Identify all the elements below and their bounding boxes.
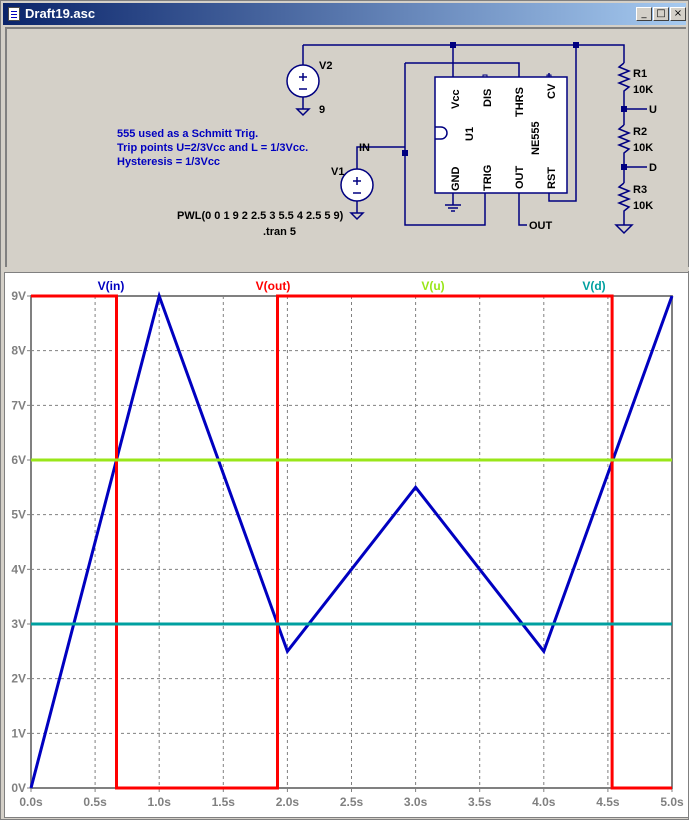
tran-directive: .tran 5 xyxy=(263,226,296,238)
x-tick-label: 2.5s xyxy=(340,795,364,809)
y-tick-label: 8V xyxy=(11,344,26,358)
pin-dis: DIS xyxy=(482,89,494,107)
chip-part: NE555 xyxy=(530,121,542,155)
r3-value: 10K xyxy=(633,200,653,212)
v2-value: 9 xyxy=(319,104,325,116)
y-tick-label: 9V xyxy=(11,289,26,303)
y-tick-label: 6V xyxy=(11,453,26,467)
y-tick-label: 2V xyxy=(11,672,26,686)
schematic-canvas: V2 9 V1 PWL(0 0 1 9 2 2.5 3 5.5 4 2.5 5 … xyxy=(117,42,657,238)
legend-vu[interactable]: V(u) xyxy=(421,279,444,293)
schematic-doc-icon xyxy=(8,7,20,21)
x-tick-label: 2.0s xyxy=(276,795,300,809)
y-tick-label: 5V xyxy=(11,508,26,522)
net-label-out: OUT xyxy=(529,220,553,232)
window-title: Draft19.asc xyxy=(25,6,96,21)
y-tick-label: 1V xyxy=(11,726,26,740)
y-tick-label: 3V xyxy=(11,617,26,631)
trace-vin[interactable] xyxy=(29,290,674,789)
legend-vin[interactable]: V(in) xyxy=(98,279,125,293)
waveform-pane[interactable]: 0.0s 0.5s 1.0s 1.5s 2.0s 2.5s 3.0s 3.5s 4.0s 4.5s… xyxy=(4,272,689,818)
chip-ref: U1 xyxy=(464,127,476,141)
x-tick-label: 1.0s xyxy=(148,795,172,809)
pin-thrs: THRS xyxy=(514,87,526,117)
x-tick-label: 5.0s xyxy=(660,795,684,809)
pane-splitter[interactable] xyxy=(1,267,689,271)
trace-vout[interactable] xyxy=(31,294,672,790)
r3-name: R3 xyxy=(633,184,647,196)
r1-name: R1 xyxy=(633,68,647,80)
pin-out: OUT xyxy=(514,166,526,190)
waveform-chart: 0.0s 0.5s 1.0s 1.5s 2.0s 2.5s 3.0s 3.5s 4.0s 4.5s… xyxy=(11,279,684,809)
net-label-in: IN xyxy=(359,142,370,154)
x-tick-label: 4.5s xyxy=(596,795,620,809)
v2-name: V2 xyxy=(319,60,332,72)
title-bar[interactable]: Draft19.asc _ □ × xyxy=(3,3,686,25)
maximize-button[interactable]: □ xyxy=(653,7,669,21)
x-tick-label: 0.5s xyxy=(83,795,107,809)
legend-vout[interactable]: V(out) xyxy=(256,279,291,293)
close-button[interactable]: × xyxy=(670,7,686,21)
r2-value: 10K xyxy=(633,142,653,154)
net-label-d: D xyxy=(649,162,657,174)
comment-line-2: Trip points U=2/3Vcc and L = 1/3Vcc. xyxy=(117,142,308,154)
minimize-button[interactable]: _ xyxy=(636,7,652,21)
x-tick-label: 0.0s xyxy=(19,795,43,809)
v1-value: PWL(0 0 1 9 2 2.5 3 5.5 4 2.5 5 9) xyxy=(177,210,344,222)
legend-vd[interactable]: V(d) xyxy=(582,279,605,293)
pin-cv: CV xyxy=(546,83,558,99)
v1-name: V1 xyxy=(331,166,344,178)
comment-line-3: Hysteresis = 1/3Vcc xyxy=(117,156,220,168)
x-tick-label: 1.5s xyxy=(212,795,236,809)
pin-trig: TRIG xyxy=(482,165,494,191)
y-tick-label: 4V xyxy=(11,562,26,576)
r1-value: 10K xyxy=(633,84,653,96)
pin-rst: RST xyxy=(546,167,558,189)
x-tick-label: 3.0s xyxy=(404,795,428,809)
net-label-u: U xyxy=(649,104,657,116)
x-tick-label: 4.0s xyxy=(532,795,556,809)
pin-gnd: GND xyxy=(450,167,462,192)
x-tick-label: 3.5s xyxy=(468,795,492,809)
y-tick-label: 0V xyxy=(11,781,26,795)
schematic-pane[interactable]: V2 9 V1 PWL(0 0 1 9 2 2.5 3 5.5 4 2.5 5 … xyxy=(5,27,686,267)
comment-line-1: 555 used as a Schmitt Trig. xyxy=(117,128,258,140)
pin-vcc: Vcc xyxy=(450,89,462,109)
y-tick-label: 7V xyxy=(11,398,26,412)
r2-name: R2 xyxy=(633,126,647,138)
